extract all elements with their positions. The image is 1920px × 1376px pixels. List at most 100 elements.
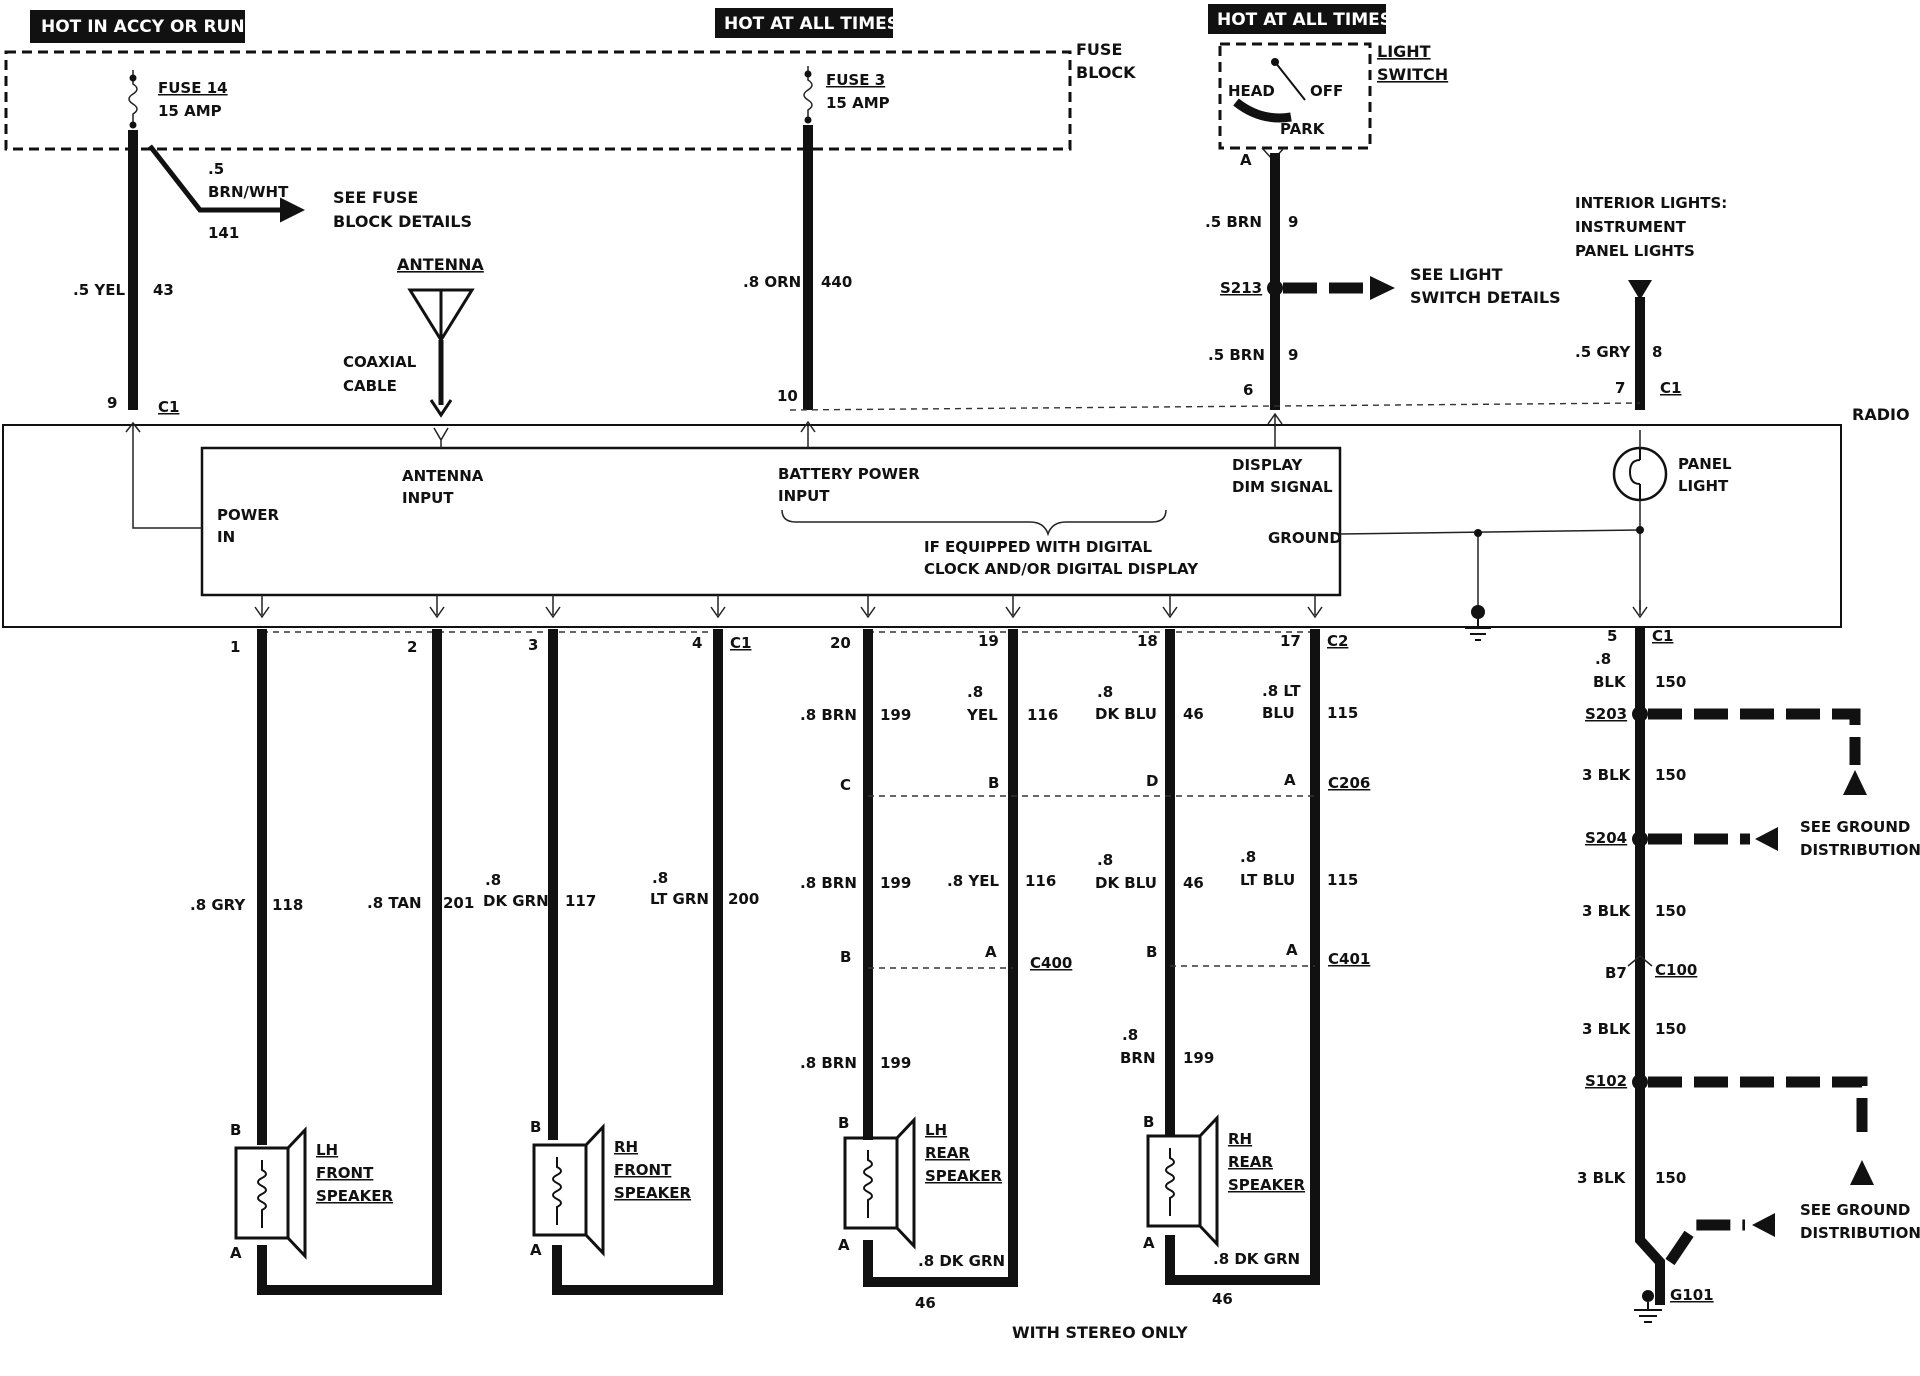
wire-r3-size-2: DK BLU xyxy=(1095,705,1157,723)
panel-light-1: PANEL xyxy=(1678,455,1732,473)
wire-9a-size: .5 BRN xyxy=(1205,213,1262,231)
wire-118-num: 118 xyxy=(272,896,303,914)
fuse-3-terminal-bottom xyxy=(804,116,812,124)
antenna-label: ANTENNA xyxy=(397,255,484,274)
antenna-icon xyxy=(407,288,475,343)
coaxial-label-2: CABLE xyxy=(343,377,397,395)
pin-4: 4 xyxy=(692,634,702,652)
ground-w2-num: 150 xyxy=(1655,766,1686,784)
fuse-14-terminal-bottom xyxy=(129,121,137,129)
panel-light-2: LIGHT xyxy=(1678,477,1729,495)
wire-r3-size-1: .8 xyxy=(1097,683,1113,701)
lh-rear-label-2: REAR xyxy=(925,1144,970,1162)
wire-200 xyxy=(552,629,723,1295)
radio-antenna-arrow xyxy=(433,427,449,448)
ground-w1-size-2: BLK xyxy=(1593,673,1627,691)
wire-g2-num: 46 xyxy=(1212,1290,1233,1308)
ground-w4-num: 150 xyxy=(1655,1020,1686,1038)
radio-antenna-1: ANTENNA xyxy=(402,467,484,485)
splice-s204-label: S204 xyxy=(1585,829,1627,847)
radio-antenna-2: INPUT xyxy=(402,489,454,507)
ground-w3-num: 150 xyxy=(1655,902,1686,920)
radio-digital-1: IF EQUIPPED WITH DIGITAL xyxy=(924,538,1152,556)
light-switch-head-contact xyxy=(1233,98,1292,123)
splice-s102 xyxy=(1632,1074,1648,1090)
lh-rear-pin-a: A xyxy=(838,1236,850,1254)
wire-115 xyxy=(1165,629,1320,1285)
pin-17: 17 xyxy=(1280,632,1301,650)
connector-c1-top-right: C1 xyxy=(1660,379,1681,397)
wire-200-num: 200 xyxy=(728,890,759,908)
fuse-3-name: FUSE 3 xyxy=(826,71,885,89)
connector-c206: C206 xyxy=(1328,774,1370,792)
wire-m3-size-2: DK BLU xyxy=(1095,874,1157,892)
radio-battery-1: BATTERY POWER xyxy=(778,465,920,483)
coaxial-cable-arrow xyxy=(429,399,453,418)
s213-arrow xyxy=(1370,276,1395,300)
wire-m4-size-1: .8 xyxy=(1240,848,1256,866)
rh-front-label-2: FRONT xyxy=(614,1161,672,1179)
wire-r2-size-2: YEL xyxy=(966,706,998,724)
radio-power-lead xyxy=(132,425,202,529)
wire-l1-num: 199 xyxy=(880,1054,911,1072)
c206-pin-b: B xyxy=(988,774,999,792)
c401-pin-b: B xyxy=(1146,943,1157,961)
interior-lights-2: INSTRUMENT xyxy=(1575,218,1687,236)
connector-c401: C401 xyxy=(1328,950,1370,968)
radio-inner-box xyxy=(200,446,1342,597)
radio-dim-1: DISPLAY xyxy=(1232,456,1304,474)
fuse-block-label-2: BLOCK xyxy=(1076,63,1136,82)
radio-power-2: IN xyxy=(217,528,235,546)
header-hot-at-all-times-1: HOT AT ALL TIMES xyxy=(715,8,899,38)
radio-box xyxy=(2,424,1842,628)
connector-c1-right: C1 xyxy=(1652,627,1673,645)
lh-rear-pin-b: B xyxy=(838,1114,849,1132)
header-hot-accy-run-text: HOT IN ACCY OR RUN xyxy=(41,17,245,37)
interior-lights-arrow xyxy=(1628,280,1652,300)
lh-front-pin-a: A xyxy=(230,1244,242,1262)
wire-43-size: .5 YEL xyxy=(73,281,125,299)
radio-digital-2: CLOCK AND/OR DIGITAL DISPLAY xyxy=(924,560,1199,578)
s204-arrow xyxy=(1755,827,1778,851)
fuse-3-terminal-top xyxy=(804,70,812,78)
wire-g2-size: .8 DK GRN xyxy=(1213,1250,1300,1268)
rh-rear-pin-b: B xyxy=(1143,1113,1154,1131)
pin-20: 20 xyxy=(830,634,851,652)
with-stereo-only: WITH STEREO ONLY xyxy=(1012,1323,1188,1342)
wire-l3-num: 199 xyxy=(1183,1049,1214,1067)
see-ground-2b: DISTRIBUTION xyxy=(1800,1224,1920,1242)
wire-g1-size: .8 DK GRN xyxy=(918,1252,1005,1270)
wire-201-num: 201 xyxy=(443,894,474,912)
header-hot-2-text: HOT AT ALL TIMES xyxy=(1217,10,1392,30)
wire-8-num: 8 xyxy=(1652,343,1662,361)
wire-200-size-1: .8 xyxy=(652,869,668,887)
wire-r2-size-1: .8 xyxy=(967,683,983,701)
ground-w4-size: 3 BLK xyxy=(1582,1020,1632,1038)
wire-r1-size: .8 BRN xyxy=(800,706,857,724)
digital-brace xyxy=(781,509,1167,537)
wire-m3-size-1: .8 xyxy=(1097,851,1113,869)
rh-rear-label-1: RH xyxy=(1228,1130,1252,1148)
fuse-14-name: FUSE 14 xyxy=(158,79,228,97)
fuse-3-rating: 15 AMP xyxy=(826,94,890,112)
see-fuse-details-1: SEE FUSE xyxy=(333,188,418,207)
wire-200-size-2: LT GRN xyxy=(650,890,709,908)
wire-r4-size-2: BLU xyxy=(1262,704,1295,722)
splice-s213-label: S213 xyxy=(1220,279,1262,297)
splice-s204 xyxy=(1632,831,1648,847)
coaxial-label-1: COAXIAL xyxy=(343,353,417,371)
ground-w5-size: 3 BLK xyxy=(1577,1169,1627,1187)
fuse-3-symbol xyxy=(803,66,813,120)
wire-117-size-2: DK GRN xyxy=(483,892,549,910)
connector-c1-bottom: C1 xyxy=(730,634,751,652)
c400-pin-a: A xyxy=(985,943,997,961)
wire-141-num: 141 xyxy=(208,224,239,242)
wire-r1-num: 199 xyxy=(880,706,911,724)
wire-r3-num: 46 xyxy=(1183,705,1204,723)
wire-l3-size-1: .8 xyxy=(1122,1026,1138,1044)
wire-440-size: .8 ORN xyxy=(743,273,801,291)
wire-9a-num: 9 xyxy=(1288,213,1298,231)
wire-201-size: .8 TAN xyxy=(367,894,422,912)
wire-117-num: 117 xyxy=(565,892,596,910)
see-ground-2a: SEE GROUND xyxy=(1800,1201,1910,1219)
